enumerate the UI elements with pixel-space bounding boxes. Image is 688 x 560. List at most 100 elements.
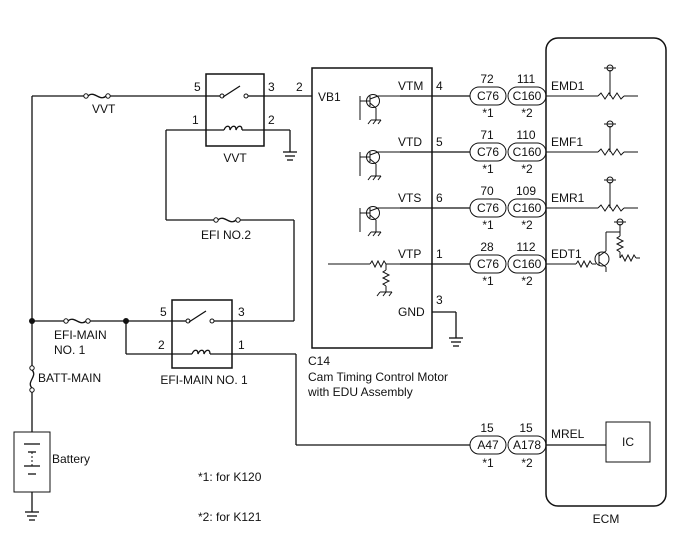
connector-mark-1: *1	[482, 106, 494, 120]
motor-signal-pin: 6	[436, 191, 443, 205]
efi-main-relay-pin-1: 1	[238, 338, 245, 352]
motor-signal-label: VTP	[398, 247, 421, 261]
signal-row: VTD 5 71 110 C76 C160 *1 *2 EMF1	[359, 120, 638, 181]
c160-pin: 111	[517, 72, 536, 86]
vvt-relay-pin-5: 5	[194, 80, 201, 94]
ecm-label: ECM	[593, 512, 620, 526]
c76-connector	[469, 254, 507, 274]
motor-signal-label: VTM	[398, 79, 423, 93]
vvt-relay-coil-icon	[206, 125, 264, 131]
connector-mark-2: *2	[521, 274, 533, 288]
a47-pin: 15	[480, 421, 494, 435]
c76-connector	[469, 86, 507, 106]
motor-signal-pin: 4	[436, 79, 443, 93]
vvt-relay-label: VVT	[223, 151, 247, 165]
c160-connector-label: C160	[513, 145, 542, 159]
c160-connector-label: C160	[513, 201, 542, 215]
efi-main-fuse-icon	[63, 318, 91, 324]
connector-mark-1: *1	[482, 162, 494, 176]
efi-main-fuse-label-2: NO. 1	[54, 343, 86, 357]
efi-main-relay-switch-icon	[172, 310, 232, 324]
signal-row: VTM 4 72 111 C76 C160 *1 *2 EMD1	[359, 64, 638, 125]
ecm-ic-label: IC	[622, 435, 634, 449]
ecm-signal-label: EMF1	[551, 135, 583, 149]
ecm-signal-label: EMD1	[551, 79, 585, 93]
motor-gnd-label: GND	[398, 305, 425, 319]
transistor-icon	[359, 150, 400, 181]
signal-row: VTP 1 28 112 C76 C160 *1 *2 EDT1	[328, 218, 640, 297]
vvt-relay-pin-2: 2	[268, 113, 275, 127]
a178-pin: 15	[519, 421, 533, 435]
battery-symbol	[13, 431, 51, 493]
ecm-signal-label: EDT1	[551, 247, 582, 261]
c76-pin: 70	[480, 184, 494, 198]
a178-connector-label: A178	[513, 438, 541, 452]
signal-row: VTS 6 70 109 C76 C160 *1 *2 EMR1	[359, 176, 638, 237]
efi-main-relay-label: EFI-MAIN NO. 1	[160, 373, 248, 387]
connector-mark-2: *2	[521, 218, 533, 232]
transistor-icon	[359, 94, 400, 125]
c76-connector-label: C76	[477, 89, 499, 103]
battery-ground-icon	[25, 492, 39, 521]
transistor-icon	[359, 206, 400, 237]
a47-connector-label: A47	[477, 438, 499, 452]
c160-pin: 109	[516, 184, 536, 198]
motor-name-line1: Cam Timing Control Motor	[308, 370, 448, 384]
efi-main-relay-box	[171, 299, 233, 369]
connector-mark-1: *1	[482, 218, 494, 232]
motor-signal-pin: 5	[436, 135, 443, 149]
ecm-mrel-label: MREL	[551, 427, 585, 441]
efi-no2-fuse-icon	[213, 217, 241, 223]
c76-pin: 72	[480, 72, 494, 86]
efi-main-relay-pin-5: 5	[160, 305, 167, 319]
efi-main-relay-coil-icon	[172, 349, 232, 355]
note-k121: *2: for K121	[198, 510, 262, 524]
note-k120: *1: for K120	[198, 470, 262, 484]
vvt-fuse-icon	[83, 93, 111, 99]
vvt-relay-pin-3: 3	[268, 80, 275, 94]
batt-main-fuse-label: BATT-MAIN	[38, 371, 101, 385]
connector-mark-1: *1	[482, 274, 494, 288]
connector-mark-2: *2	[521, 162, 533, 176]
efi-main-relay-pin-3: 3	[238, 305, 245, 319]
ecm-ic-box	[605, 421, 651, 463]
vvt-relay-box	[205, 73, 265, 147]
c76-connector	[469, 142, 507, 162]
motor-signal-pin: 1	[436, 247, 443, 261]
motor-signal-label: VTD	[398, 135, 422, 149]
resistor-icon	[597, 176, 638, 212]
ecm-signal-label: EMR1	[551, 191, 585, 205]
motor-id-label: C14	[308, 354, 330, 368]
ecm-edt1-circuit-icon	[575, 218, 640, 272]
c160-pin: 110	[516, 128, 535, 142]
motor-vb1-label: VB1	[318, 90, 341, 104]
a47-connector	[469, 435, 507, 455]
motor-gnd-pin: 3	[436, 293, 443, 307]
c76-connector-label: C76	[477, 145, 499, 159]
efi-no2-fuse-label: EFI NO.2	[201, 228, 251, 242]
connector-mark-2: *2	[521, 106, 533, 120]
batt-main-fuse-icon	[29, 365, 35, 393]
c160-connector-label: C160	[513, 257, 542, 271]
vtp-resistor-network-icon	[328, 259, 400, 297]
resistor-icon	[597, 64, 638, 100]
c160-pin: 112	[516, 240, 535, 254]
c76-connector	[469, 198, 507, 218]
c76-connector-label: C76	[477, 257, 499, 271]
motor-vb1-pin: 2	[296, 80, 303, 94]
c76-pin: 71	[480, 128, 494, 142]
c160-connector-label: C160	[513, 89, 542, 103]
efi-main-relay-pin-2: 2	[158, 338, 165, 352]
vvt-relay-ground-icon	[283, 151, 297, 161]
motor-signal-label: VTS	[398, 191, 421, 205]
vvt-fuse-label: VVT	[92, 102, 116, 116]
resistor-icon	[597, 120, 638, 156]
motor-name-line2: with EDU Assembly	[307, 385, 413, 399]
motor-ground-icon	[449, 337, 463, 347]
connector-mark-2: *2	[521, 456, 533, 470]
vvt-relay-pin-1: 1	[192, 113, 199, 127]
connector-mark-1: *1	[482, 456, 494, 470]
vvt-relay-switch-icon	[206, 85, 264, 99]
c76-pin: 28	[480, 240, 494, 254]
